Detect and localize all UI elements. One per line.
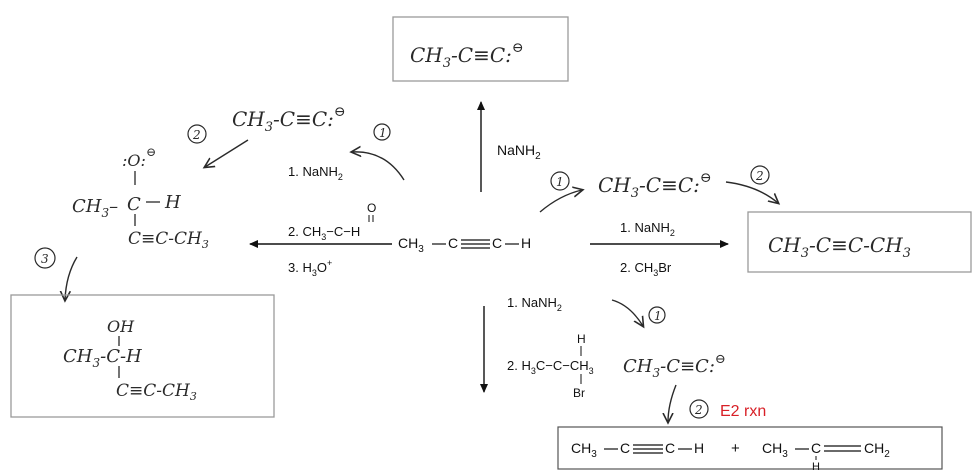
left-intermediate-c: C xyxy=(127,194,141,215)
top-reagent: NaNH2 xyxy=(497,142,541,162)
bottom-curved-arrow-2 xyxy=(668,384,677,422)
right-branch: 1. NaNH2 2. CH3Br 1 CH3-C≡C:⊖ 2 CH3-C≡C-… xyxy=(539,165,972,278)
left-alkoxide-charge: ⊖ xyxy=(146,145,156,159)
center-triple-bond xyxy=(461,239,490,249)
left-intermediate-tail: C≡C-CH3 xyxy=(128,229,209,251)
bottom-prod1-c2: C xyxy=(665,440,675,456)
bottom-prod2-double-bond xyxy=(824,445,861,452)
left-step2-oxygen: O xyxy=(367,201,376,215)
bottom-prod1-h: H xyxy=(694,440,704,456)
bottom-prod1-c1: C xyxy=(620,440,630,456)
bottom-reagent2-br: Br xyxy=(573,386,585,400)
bottom-branch: 1. NaNH2 H 2. H3C−C−CH3 Br 1 CH3-C≡C:⊖ 2… xyxy=(480,295,943,473)
top-product-box xyxy=(392,16,569,82)
right-product: CH3-C≡C-CH3 xyxy=(768,233,911,261)
left-alkoxide-o: :O: xyxy=(122,151,146,170)
left-anion: CH3-C≡C:⊖ xyxy=(232,104,346,135)
bottom-prod2-h: H xyxy=(812,461,820,473)
bottom-curved-arrow-1 xyxy=(611,299,643,326)
right-curved-arrow-1 xyxy=(539,190,582,213)
left-curved-arrow-3 xyxy=(65,256,78,300)
bottom-prod2-ch3: CH3 xyxy=(762,440,788,460)
center-h: H xyxy=(521,235,531,251)
bottom-prod1-triple-bond xyxy=(633,444,663,454)
bottom-plus: + xyxy=(731,440,740,457)
left-step-circle-3 xyxy=(34,247,56,269)
left-branch: 1. NaNH2 O 2. CH3−C−H 3. H3O+ 1 CH3-C≡C:… xyxy=(10,104,405,418)
bottom-step-num-1: 1 xyxy=(654,309,662,323)
bottom-product-box xyxy=(557,426,943,470)
center-c-right: C xyxy=(492,235,502,251)
right-product-box xyxy=(747,211,972,273)
left-step2: 2. CH3−C−H xyxy=(288,224,360,242)
left-step-num-2: 2 xyxy=(192,128,201,142)
bottom-reagent2: 2. H3C−C−CH3 xyxy=(507,358,594,376)
left-product-tail: C≡C-CH3 xyxy=(116,381,197,403)
left-product-main: CH3-C-H xyxy=(63,346,142,370)
left-product-oh: OH xyxy=(107,317,135,336)
center-propyne: CH3 C C H xyxy=(398,235,531,255)
bottom-reagent1: 1. NaNH2 xyxy=(507,295,562,313)
bottom-reagent2-h: H xyxy=(577,332,586,346)
bottom-anion: CH3-C≡C:⊖ xyxy=(623,352,726,380)
left-curved-arrow-2 xyxy=(205,139,249,167)
center-c-left: C xyxy=(448,235,458,251)
left-step-circle-2 xyxy=(187,124,207,144)
top-branch: NaNH2 CH3-C≡C:⊖ xyxy=(392,16,569,192)
right-step-circle-1 xyxy=(550,171,570,191)
right-anion: CH3-C≡C:⊖ xyxy=(598,170,712,201)
bottom-step-circle-1 xyxy=(648,306,666,324)
left-intermediate-h: H xyxy=(164,192,181,213)
left-step3: 3. H3O+ xyxy=(288,258,332,278)
right-step-circle-2 xyxy=(750,165,770,185)
bottom-step-circle-2 xyxy=(689,399,709,419)
right-step-num-1: 1 xyxy=(556,175,564,189)
left-step-circle-1 xyxy=(373,123,391,141)
bottom-step-num-2: 2 xyxy=(694,403,703,417)
bottom-prod1-ch3: CH3 xyxy=(571,440,597,460)
e2-rxn-label: E2 rxn xyxy=(720,403,766,420)
bottom-prod2-ch2: CH2 xyxy=(864,440,890,460)
left-step-num-1: 1 xyxy=(379,126,387,140)
left-step-num-3: 3 xyxy=(41,252,49,266)
center-ch3: CH3 xyxy=(398,235,424,255)
left-curved-arrow-1 xyxy=(352,152,405,181)
left-step1: 1. NaNH2 xyxy=(288,164,343,182)
right-curved-arrow-2 xyxy=(725,181,778,203)
right-reagent2: 2. CH3Br xyxy=(620,260,672,278)
top-product: CH3-C≡C:⊖ xyxy=(410,40,524,71)
left-intermediate-main: CH3– xyxy=(72,196,118,220)
bottom-prod2-c: C xyxy=(811,440,821,456)
right-step-num-2: 2 xyxy=(755,169,764,183)
right-reagent1: 1. NaNH2 xyxy=(620,220,675,238)
left-product-box xyxy=(10,294,275,418)
